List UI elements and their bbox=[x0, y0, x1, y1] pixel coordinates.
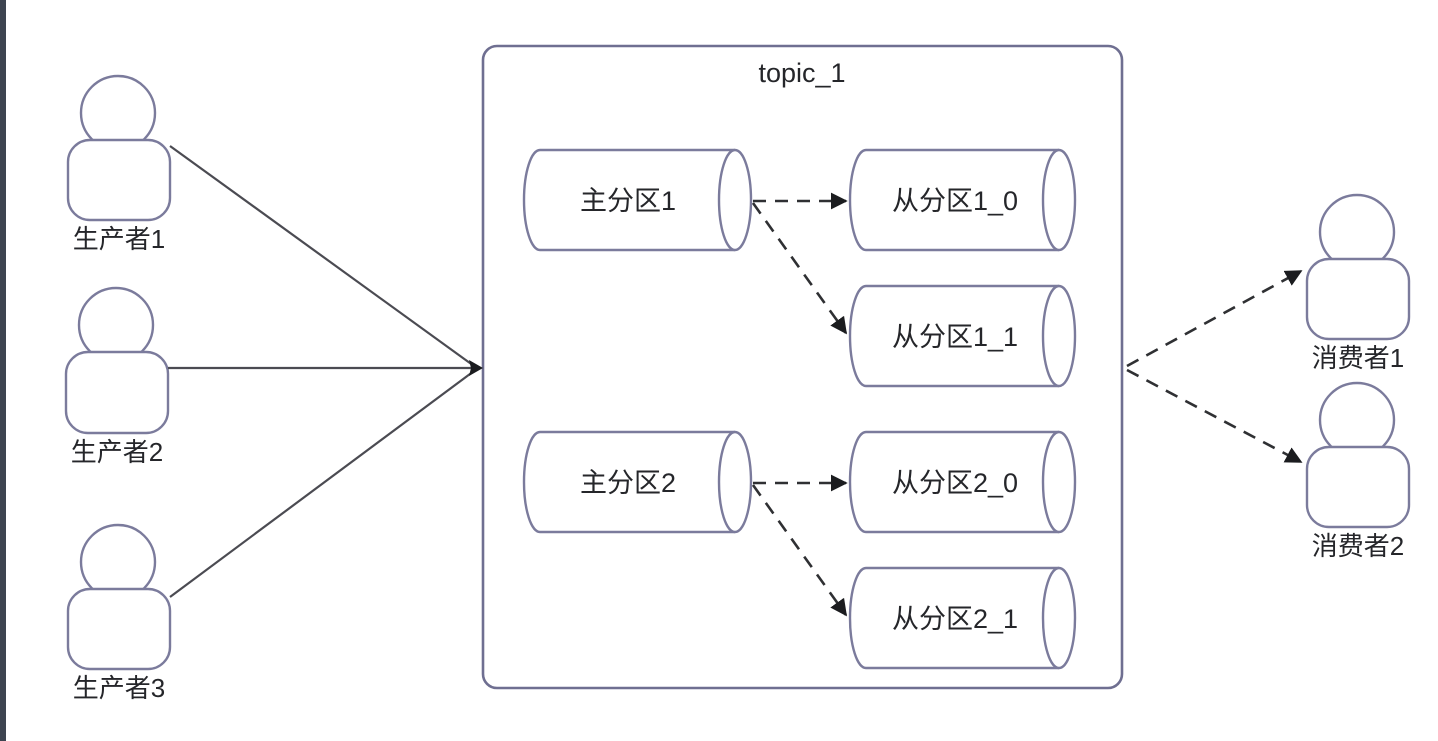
cylinder-cap-icon bbox=[1041, 566, 1060, 670]
follower-partition-2-0[interactable]: 从分区2_0 bbox=[848, 430, 1077, 534]
actor-body-icon bbox=[1305, 257, 1411, 341]
leader-partition-1[interactable]: 主分区1 bbox=[522, 148, 753, 252]
follower-partition-1-1-label: 从分区1_1 bbox=[892, 322, 1018, 352]
producer-2[interactable]: 生产者2 bbox=[64, 286, 170, 467]
follower-partition-2-0-label: 从分区2_0 bbox=[892, 468, 1018, 498]
follower-partition-1-0-label: 从分区1_0 bbox=[892, 186, 1018, 216]
edge-leader1-follower1-1 bbox=[751, 202, 848, 335]
actor-body-icon bbox=[64, 350, 170, 435]
left-edge-band bbox=[0, 0, 6, 741]
producer-1[interactable]: 生产者1 bbox=[66, 74, 172, 254]
actor-body-icon bbox=[66, 138, 172, 222]
cylinder-cap-icon bbox=[1041, 148, 1060, 252]
actor-body-icon bbox=[1305, 445, 1411, 529]
edge-consumer-1 bbox=[1126, 269, 1303, 368]
topic-title: topic_1 bbox=[758, 58, 845, 88]
leader-partition-2-label: 主分区2 bbox=[580, 468, 676, 498]
edge-consumer-2 bbox=[1126, 368, 1303, 464]
cylinder-cap-icon bbox=[717, 148, 736, 252]
producer-3[interactable]: 生产者3 bbox=[66, 523, 172, 703]
leader-partition-2[interactable]: 主分区2 bbox=[522, 430, 753, 534]
edge-producer-3 bbox=[169, 370, 475, 598]
follower-partition-2-1-label: 从分区2_1 bbox=[892, 604, 1018, 634]
consumer-2-label: 消费者2 bbox=[1312, 531, 1404, 561]
cylinder-cap-icon bbox=[1041, 284, 1060, 388]
follower-partition-1-0[interactable]: 从分区1_0 bbox=[848, 148, 1077, 252]
consumer-1[interactable]: 消费者1 bbox=[1305, 193, 1411, 373]
producer-2-label: 生产者2 bbox=[71, 437, 163, 467]
cylinder-cap-icon bbox=[1041, 430, 1060, 534]
consumer-1-label: 消费者1 bbox=[1312, 343, 1404, 373]
edge-leader2-follower2-1 bbox=[751, 484, 848, 617]
cylinder-cap-icon bbox=[717, 430, 736, 534]
follower-partition-2-1[interactable]: 从分区2_1 bbox=[848, 566, 1077, 670]
follower-partition-1-1[interactable]: 从分区1_1 bbox=[848, 284, 1077, 388]
producer-merge-arrowhead-icon bbox=[469, 360, 483, 376]
edge-producer-1 bbox=[169, 145, 475, 367]
producer-3-label: 生产者3 bbox=[73, 673, 165, 703]
actor-body-icon bbox=[66, 587, 172, 671]
leader-partition-1-label: 主分区1 bbox=[580, 186, 676, 216]
consumer-2[interactable]: 消费者2 bbox=[1305, 381, 1411, 561]
producer-1-label: 生产者1 bbox=[73, 224, 165, 254]
